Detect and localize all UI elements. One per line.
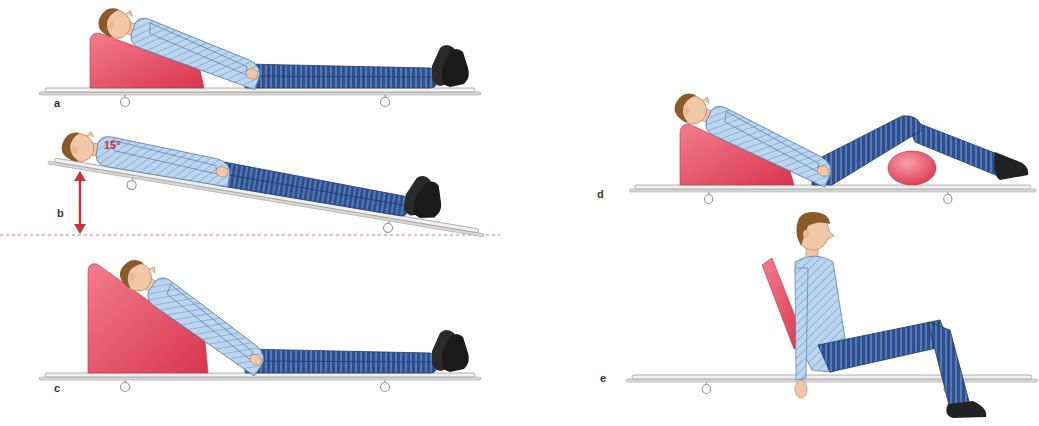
panel-e-figure	[626, 212, 1037, 418]
panel-letter: e	[600, 372, 606, 385]
panel-d-figure	[629, 86, 1036, 203]
angle-label: 15°	[104, 139, 121, 152]
panel-letter: d	[597, 188, 604, 201]
panel-letter: a	[54, 97, 60, 110]
panel-letter: c	[54, 382, 60, 395]
panel-c-figure	[39, 252, 481, 391]
panel-a-figure	[39, 1, 481, 106]
panel-b-figure	[0, 115, 500, 249]
panel-letter: b	[57, 207, 64, 220]
